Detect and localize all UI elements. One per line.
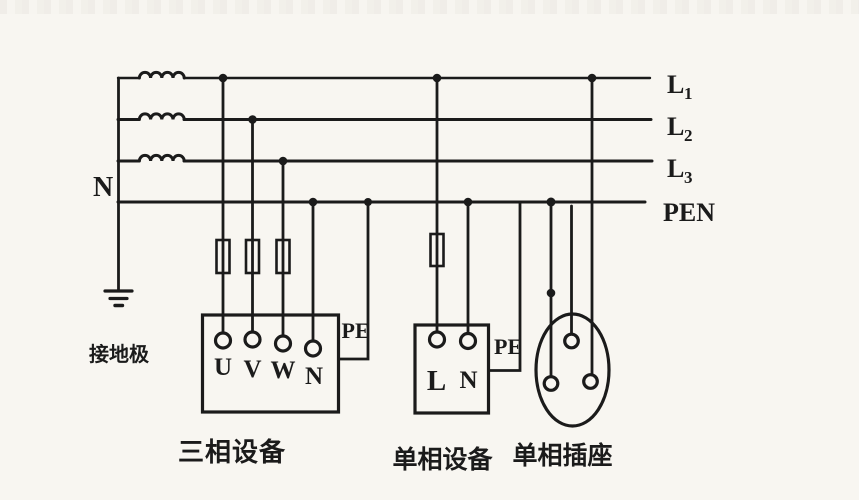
fuse-single-phase-icon	[429, 232, 445, 268]
coil-l3-icon	[137, 153, 186, 163]
bus-label-l2: L	[667, 112, 684, 141]
terminal-label-v: V	[243, 356, 261, 383]
earthing-branch	[103, 76, 134, 308]
terminal-label-l: L	[427, 365, 446, 397]
earth-electrode-label: 接地极	[89, 342, 150, 366]
junction-dot	[308, 197, 318, 207]
single-phase-socket-outline	[534, 312, 611, 428]
junction-dot	[218, 73, 228, 83]
bus-label-l3: L	[667, 154, 684, 183]
terminal-label-u: U	[214, 354, 232, 381]
bus-label-l3-sub: 3	[684, 168, 693, 187]
fuse-u-icon	[215, 238, 231, 275]
transformer-coils	[137, 70, 186, 163]
single-phase-socket-label: 单相插座	[512, 441, 612, 470]
terminal-n-single-phase	[458, 331, 478, 351]
neutral-point-label: N	[93, 172, 113, 203]
terminal-v	[243, 330, 262, 349]
junction-dot	[248, 115, 257, 124]
junction-dot	[587, 73, 597, 83]
fuse-v-icon	[244, 238, 261, 275]
coil-l2-icon	[137, 112, 186, 121]
bus-lines	[116, 76, 654, 204]
fuse-w-icon	[275, 238, 291, 275]
junction-dot	[463, 197, 473, 207]
junction-dot	[278, 156, 288, 166]
bus-label-l1: L	[667, 70, 684, 99]
three-phase-device-label: 三相设备	[178, 437, 286, 467]
socket-pin-pe	[563, 332, 580, 350]
terminal-u	[213, 331, 233, 350]
terminal-l-single-phase	[427, 330, 447, 349]
wire-pe-single-phase	[487, 200, 522, 372]
terminals	[213, 330, 599, 392]
junction-dot	[364, 198, 372, 206]
bus-label-l1-sub: 1	[684, 84, 693, 103]
pe-label-three-phase: PE	[342, 318, 370, 343]
junction-dot	[546, 288, 556, 298]
fuses	[215, 232, 445, 275]
junction-dot	[546, 197, 556, 207]
terminal-w	[273, 334, 293, 353]
wire-pe-three-phase	[337, 200, 370, 361]
bus-label-l2-sub: 2	[684, 126, 693, 145]
terminal-n-three-phase	[303, 339, 323, 358]
single-phase-device-box	[413, 323, 491, 415]
pe-label-single-phase: PE	[494, 334, 522, 359]
coil-l1-icon	[137, 70, 186, 80]
junction-dot	[432, 73, 442, 83]
terminal-label-w: W	[271, 357, 296, 384]
earth-icon	[103, 289, 134, 308]
drop-wires	[221, 76, 594, 378]
single-phase-device-label: 单相设备	[392, 446, 493, 474]
terminal-label-n3: N	[305, 363, 323, 390]
three-phase-device-box	[200, 313, 341, 414]
socket-pin-neutral	[542, 375, 560, 392]
junction-dots	[218, 73, 597, 298]
terminal-label-n1: N	[459, 367, 477, 394]
bus-label-pen: PEN	[663, 198, 715, 227]
socket-pin-line	[582, 373, 599, 390]
